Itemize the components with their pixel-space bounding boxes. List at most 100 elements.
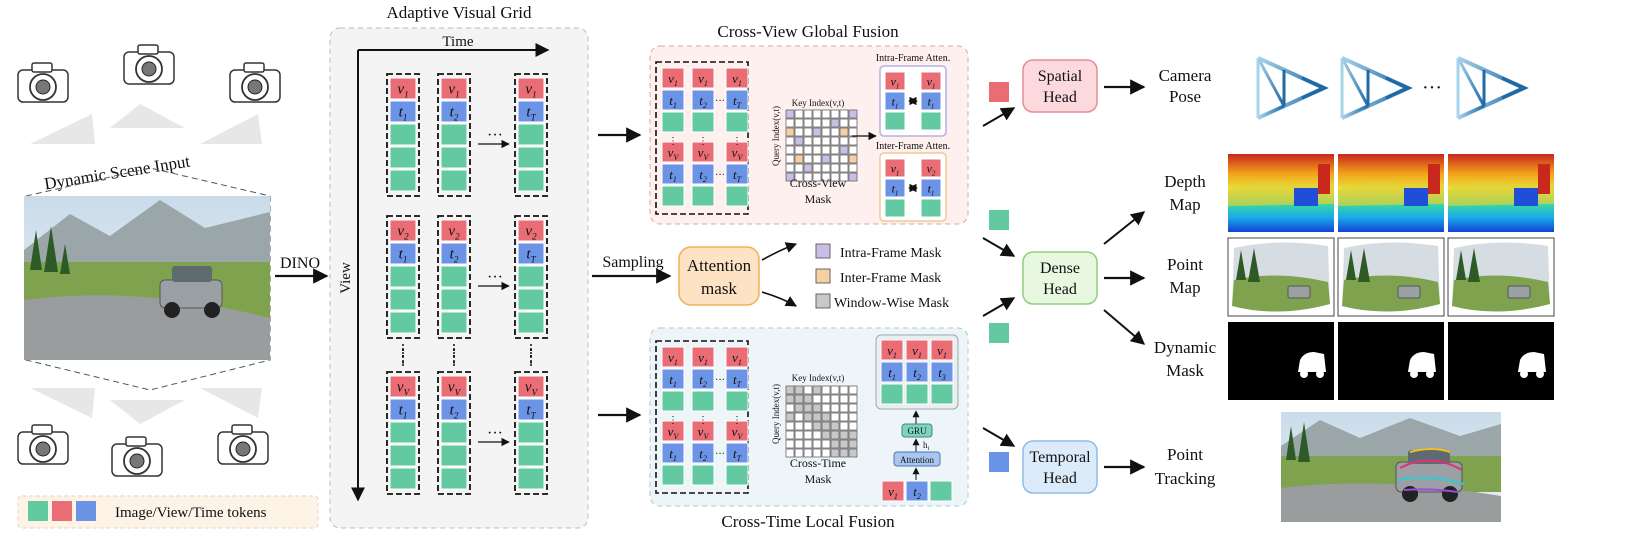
camera-icon bbox=[123, 44, 175, 85]
dense-outputs bbox=[1227, 154, 1555, 400]
time-token-label: tT bbox=[526, 403, 536, 421]
image-token bbox=[440, 265, 468, 288]
view-token bbox=[920, 71, 942, 91]
camera-icon bbox=[111, 436, 163, 477]
mask-cell bbox=[830, 439, 840, 449]
view-token bbox=[905, 339, 929, 361]
mask-cell bbox=[794, 163, 804, 173]
image-token-square bbox=[989, 323, 1009, 343]
mask-cell bbox=[794, 439, 804, 449]
mask-cell bbox=[794, 154, 804, 164]
view-token bbox=[691, 141, 715, 163]
dense-head-label: Dense bbox=[1040, 260, 1080, 277]
image-token bbox=[920, 111, 942, 131]
depth-map-thumb bbox=[1228, 154, 1334, 232]
view-token-label: v1 bbox=[668, 71, 678, 88]
token-vdots: ⋮ bbox=[732, 415, 742, 426]
view-token bbox=[881, 480, 905, 502]
mask-cell bbox=[848, 439, 858, 449]
image-token bbox=[517, 288, 545, 311]
mask-cell bbox=[839, 136, 849, 146]
view-token-label: v1 bbox=[525, 82, 536, 100]
mask-cell bbox=[839, 412, 849, 422]
time-token-label: t2 bbox=[699, 93, 707, 110]
mask-cell bbox=[821, 412, 831, 422]
view-token-label: v1 bbox=[668, 350, 678, 367]
mask-cell bbox=[848, 430, 858, 440]
image-token bbox=[661, 390, 685, 412]
mask-cell bbox=[830, 448, 840, 458]
time-token-label: tT bbox=[733, 93, 742, 110]
camera-ellipsis: ··· bbox=[1422, 77, 1442, 99]
dynamic-mask-thumb bbox=[1228, 322, 1334, 400]
gru-label: GRU bbox=[907, 426, 927, 436]
camera-icon bbox=[17, 424, 69, 465]
view-token bbox=[691, 420, 715, 442]
mask-cell bbox=[812, 430, 822, 440]
mask-cell bbox=[785, 430, 795, 440]
view-token-label: vV bbox=[525, 380, 539, 398]
mask-cell bbox=[848, 448, 858, 458]
token-vdots: ⋮ bbox=[668, 415, 678, 426]
image-token bbox=[905, 383, 929, 405]
image-token bbox=[661, 111, 685, 133]
intra-mask-swatch bbox=[815, 243, 831, 259]
view-token-label: v2 bbox=[927, 161, 936, 177]
mask-cell bbox=[794, 448, 804, 458]
view-token-label: v1 bbox=[891, 161, 900, 177]
image-token bbox=[691, 390, 715, 412]
time-token-label: t1 bbox=[669, 446, 677, 463]
camera-pose-label: Camera bbox=[1159, 66, 1212, 85]
time-token bbox=[517, 100, 545, 123]
time-token bbox=[920, 178, 942, 198]
image-token bbox=[389, 467, 417, 490]
mask-cell bbox=[848, 163, 858, 173]
mask-cell bbox=[839, 448, 849, 458]
image-token bbox=[389, 169, 417, 192]
token-vdots: ⋮ bbox=[732, 136, 742, 147]
dino-label: DINO bbox=[280, 255, 320, 272]
time-token-label: t2 bbox=[450, 403, 459, 421]
image-token bbox=[440, 169, 468, 192]
mask-cell bbox=[839, 118, 849, 128]
view-axis-label: View bbox=[338, 262, 354, 294]
mask-cell bbox=[812, 412, 822, 422]
image-token-swatch bbox=[28, 501, 48, 521]
adaptive-visual-grid: Adaptive Visual Grid Time View v1t1v1t2v… bbox=[329, 3, 589, 529]
mask-cell bbox=[803, 127, 813, 137]
view-token-label: v1 bbox=[448, 82, 459, 100]
token-vdots: ⋮ bbox=[668, 136, 678, 147]
view-token-label: vV bbox=[397, 380, 411, 398]
view-token-label: v1 bbox=[912, 343, 922, 360]
mask-cell bbox=[848, 172, 858, 182]
time-token bbox=[440, 100, 468, 123]
mask-cell bbox=[785, 163, 795, 173]
depth-map-label: Depth bbox=[1164, 172, 1206, 191]
time-token-label: t2 bbox=[699, 167, 707, 184]
cross-view-mask-label-2: Mask bbox=[805, 192, 832, 206]
image-token bbox=[389, 123, 417, 146]
image-token bbox=[661, 464, 685, 486]
token-vdots: ⋮ bbox=[698, 136, 708, 147]
mask-cell bbox=[821, 109, 831, 119]
view-token-label: v1 bbox=[927, 74, 936, 90]
image-token bbox=[517, 146, 545, 169]
cross-view-mask-label: Cross-View bbox=[790, 176, 847, 190]
time-token bbox=[691, 89, 715, 111]
view-token-label: v1 bbox=[732, 350, 742, 367]
cross-time-mask-label-2: Mask bbox=[805, 472, 832, 486]
time-token-label: tT bbox=[526, 105, 536, 123]
view-token bbox=[725, 346, 749, 368]
mask-cell bbox=[830, 163, 840, 173]
spatial-head-label-2: Head bbox=[1043, 89, 1077, 106]
view-token-label: vV bbox=[698, 424, 710, 441]
dense-head-label-2: Head bbox=[1043, 281, 1077, 298]
mask-cell bbox=[821, 145, 831, 155]
depth-map-label-2: Map bbox=[1169, 195, 1200, 214]
mask-cell bbox=[821, 430, 831, 440]
mask-cell bbox=[821, 172, 831, 182]
mask-cell bbox=[839, 385, 849, 395]
image-token bbox=[691, 185, 715, 207]
mask-cell bbox=[785, 136, 795, 146]
